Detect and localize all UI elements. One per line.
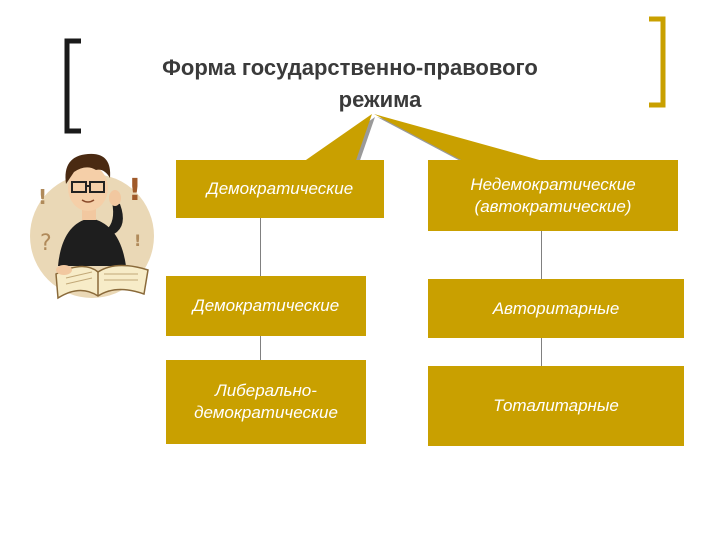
- svg-text:?: ?: [40, 231, 52, 256]
- democratic-top-box: Демократические: [176, 160, 384, 218]
- democratic-box: Демократические: [166, 276, 366, 336]
- right-connector-bottom: [541, 338, 542, 366]
- totalitarian-box: Тоталитарные: [428, 366, 684, 446]
- left-callout: [293, 114, 372, 169]
- nondemocratic-top-label: Недемократические (автократические): [470, 174, 636, 216]
- svg-text:!: !: [134, 231, 141, 250]
- svg-text:!: !: [38, 185, 47, 209]
- democratic-label: Демократические: [192, 296, 340, 315]
- title-line-2: режима: [338, 87, 422, 112]
- left-connector-bottom: [260, 336, 261, 360]
- authoritarian-box: Авторитарные: [428, 279, 684, 338]
- right-callout: [374, 114, 543, 161]
- liberal-democratic-label: Либерально-демократические: [194, 381, 338, 422]
- nondemocratic-top-box: Недемократические (автократические): [428, 160, 678, 231]
- svg-text:!: !: [128, 173, 142, 208]
- right-bracket-icon: [649, 16, 666, 108]
- page-title: Форма государственно-правового режима: [100, 52, 600, 116]
- thinking-man-with-book-icon: ! ! ! ?: [30, 153, 154, 300]
- left-connector-top: [260, 218, 261, 276]
- right-connector-top: [541, 231, 542, 279]
- authoritarian-label: Авторитарные: [492, 298, 620, 318]
- left-bracket-icon: [64, 38, 81, 134]
- totalitarian-label: Тоталитарные: [493, 396, 619, 415]
- democratic-top-label: Демократические: [206, 179, 354, 198]
- liberal-democratic-box: Либерально-демократические: [166, 360, 366, 444]
- title-line-1: Форма государственно-правового: [162, 55, 538, 80]
